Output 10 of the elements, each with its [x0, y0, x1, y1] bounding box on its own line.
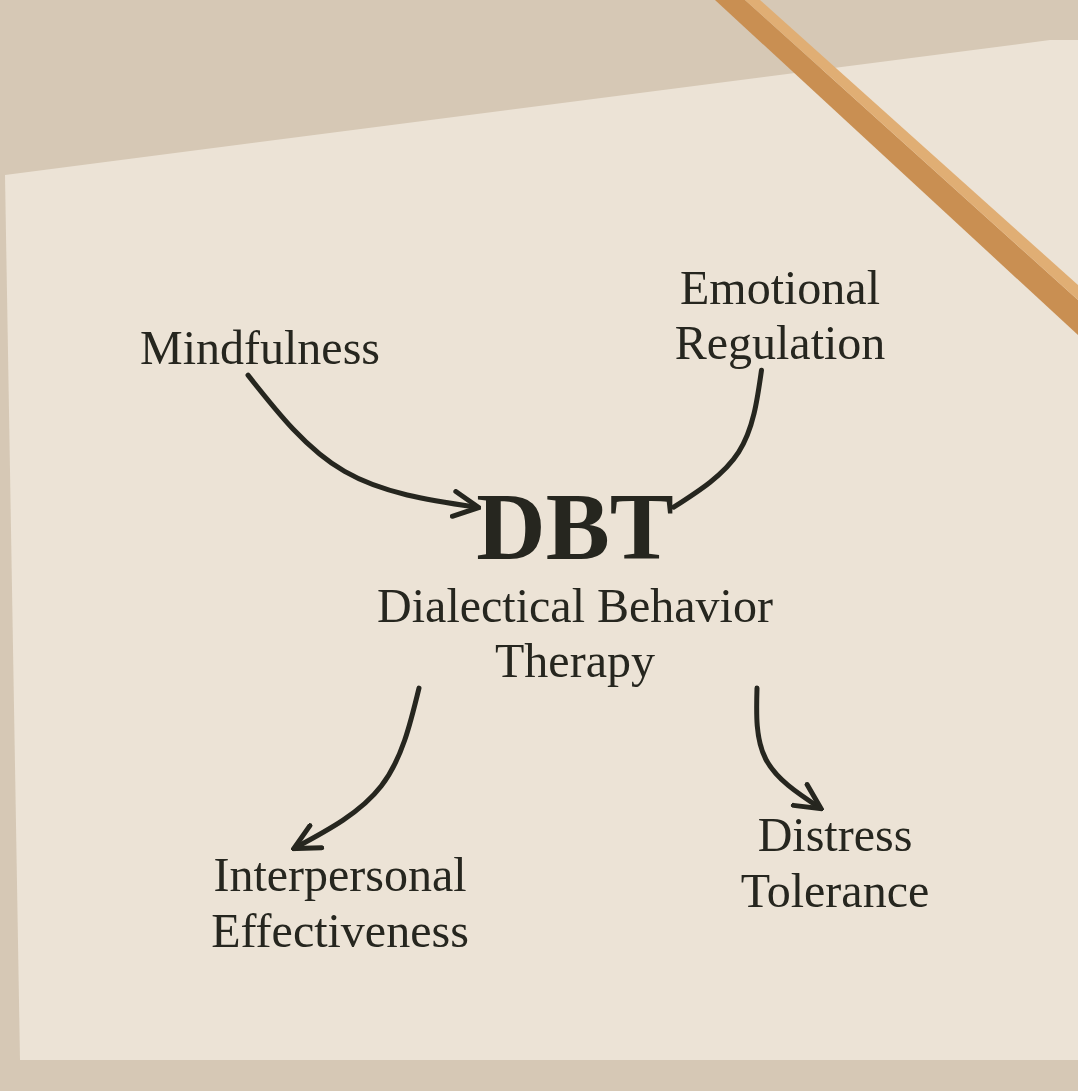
- arrow: [245, 372, 482, 519]
- concept-label: Dialectical Behavior Therapy: [376, 577, 774, 689]
- concept-label: Distress Tolerance: [739, 807, 931, 918]
- arrow: [291, 685, 422, 851]
- connector-line: [671, 367, 764, 510]
- center-title: DBT: [476, 476, 674, 578]
- concept-label: Emotional Regulation: [673, 259, 887, 371]
- arrow: [754, 685, 824, 812]
- concept-label: Mindfulness: [140, 319, 380, 376]
- concept-label: Interpersonal Effectiveness: [210, 847, 470, 958]
